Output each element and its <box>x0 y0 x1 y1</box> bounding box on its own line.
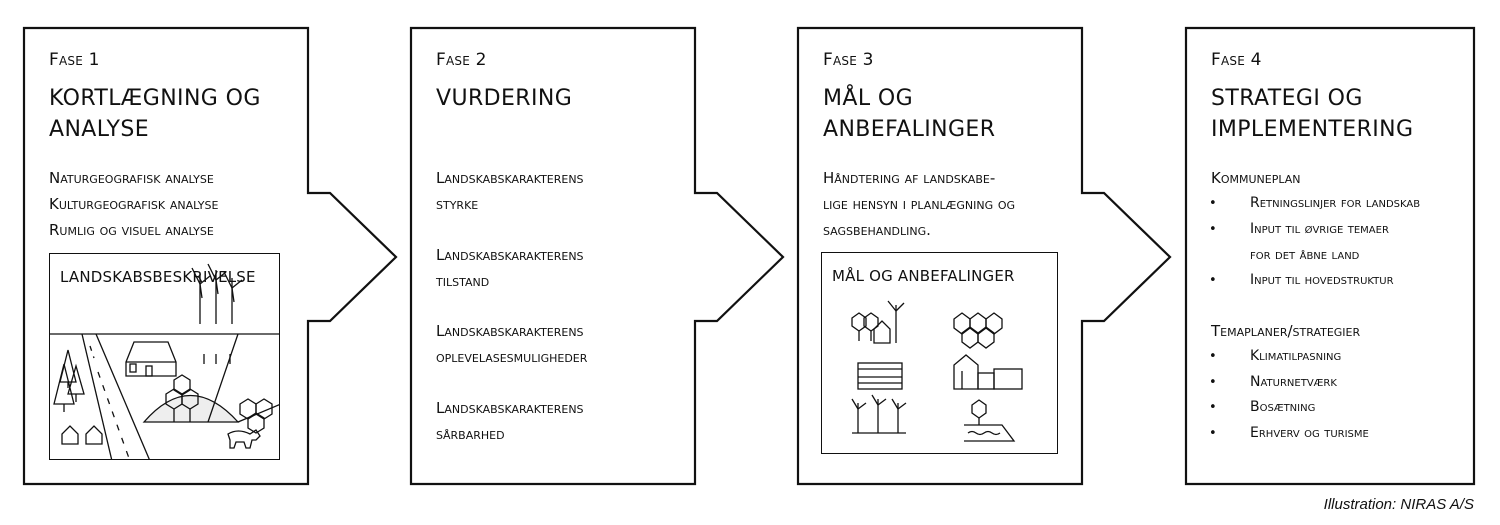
cluster-trees-icon <box>953 312 1003 349</box>
analysis-item: Kulturgeografisk analyse <box>49 195 219 213</box>
bullet-text: Naturnetværk <box>1250 374 1337 390</box>
group-heading-temaplaner: Temaplaner/strategier <box>1211 322 1361 340</box>
landscape-description-panel: LANDSKABSBESKRIVELSE <box>49 253 280 460</box>
bullet-text: Erhverv og turisme <box>1250 425 1369 441</box>
phase-4: Fase 4 STRATEGI OG IMPLEMENTERING Kommun… <box>1186 28 1474 484</box>
phase-title: MÅL OG ANBEFALINGER <box>823 86 996 142</box>
group-heading-kommuneplan: Kommuneplan <box>1211 169 1301 187</box>
bullet: • <box>1209 426 1217 441</box>
assessment-item-sub: tilstand <box>436 272 490 290</box>
bullet: • <box>1209 400 1217 415</box>
assessment-item-sub: oplevelasesmuligheder <box>436 348 588 366</box>
coastline-tree-icon <box>964 399 1016 442</box>
bullet-text: Klimatilpasning <box>1250 348 1342 364</box>
phase-label: Fase 2 <box>436 50 487 70</box>
goals-icons <box>851 300 1023 442</box>
panel-title: LANDSKABSBESKRIVELSE <box>60 268 256 286</box>
goals-panel: MÅL OG ANBEFALINGER <box>821 252 1058 454</box>
phase-4-box-outline <box>1184 26 1476 486</box>
industrial-building-icon <box>857 362 903 390</box>
bullet-text: Retningslinjer for landskab <box>1250 195 1421 211</box>
bullet: • <box>1209 349 1217 364</box>
assessment-item-sub: styrke <box>436 195 479 213</box>
trees-house-windmill-icon <box>851 300 905 344</box>
wind-turbines-icon <box>851 394 907 434</box>
panel-title: MÅL OG ANBEFALINGER <box>832 267 1015 285</box>
phase-1: Fase 1 KORTLÆGNING OG ANALYSE Naturgeogr… <box>24 28 308 484</box>
phase-2-arrow-outline <box>409 26 785 486</box>
bullet-text: Bosætning <box>1250 399 1316 415</box>
bullet: • <box>1209 196 1217 211</box>
analysis-item: Rumlig og visuel analyse <box>49 221 214 239</box>
assessment-item: Landskabskarakterens <box>436 169 584 187</box>
description-line: lige hensyn i planlægning og <box>823 195 1016 213</box>
description-line: sagsbehandling. <box>823 221 931 239</box>
phase-label: Fase 1 <box>49 50 100 70</box>
phase-title: STRATEGI OG IMPLEMENTERING <box>1211 86 1414 142</box>
description-line: Håndtering af landskabe- <box>823 169 996 187</box>
landscape-illustration-icon <box>50 263 279 459</box>
bullet: • <box>1209 273 1217 288</box>
illustration-credit: Illustration: NIRAS A/S <box>1323 496 1474 513</box>
analysis-item: Naturgeografisk analyse <box>49 169 214 187</box>
phase-label: Fase 3 <box>823 50 874 70</box>
bullet-text: Input til øvrige temaer <box>1250 221 1389 237</box>
assessment-item: Landskabskarakterens <box>436 322 584 340</box>
bullet: • <box>1209 375 1217 390</box>
phase-3: Fase 3 MÅL OG ANBEFALINGER Håndtering af… <box>798 28 1082 484</box>
phase-2: Fase 2 VURDERING Landskabskarakterens st… <box>411 28 695 484</box>
assessment-item: Landskabskarakterens <box>436 246 584 264</box>
phase-label: Fase 4 <box>1211 50 1262 70</box>
assessment-item: Landskabskarakterens <box>436 399 584 417</box>
farm-buildings-icon <box>953 354 1023 390</box>
phase-title: VURDERING <box>436 86 573 111</box>
bullet: • <box>1209 222 1217 237</box>
phase-title: KORTLÆGNING OG ANALYSE <box>49 86 261 142</box>
bullet-text: Input til hovedstruktur <box>1250 272 1394 288</box>
bullet-text: for det åbne land <box>1250 247 1360 263</box>
assessment-item-sub: sårbarhed <box>436 425 505 443</box>
